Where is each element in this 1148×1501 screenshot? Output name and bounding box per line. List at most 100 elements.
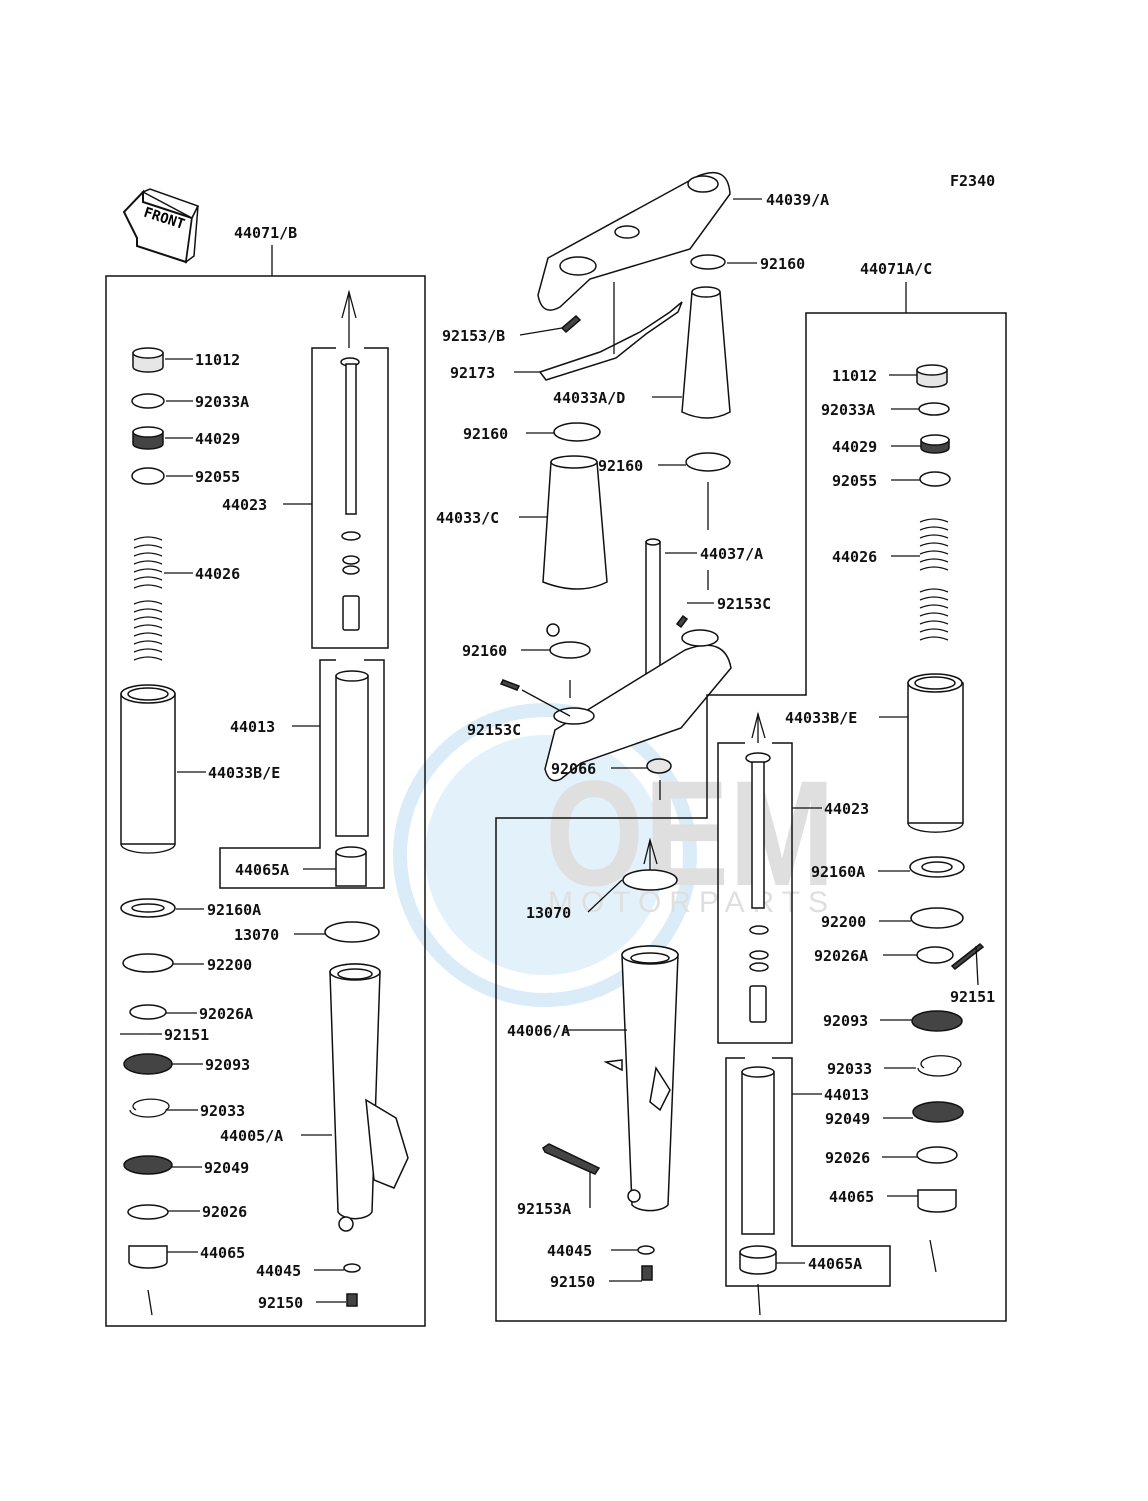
part-label: 92049 <box>204 1159 249 1177</box>
part-label: 44065A <box>235 861 289 879</box>
part-label: 92033 <box>827 1060 872 1078</box>
part-label: 92151 <box>950 988 995 1006</box>
part-label: 44065 <box>829 1188 874 1206</box>
part-label: 92093 <box>823 1012 868 1030</box>
part-label: 92151 <box>164 1026 209 1044</box>
diagram-code: F2340 <box>950 172 995 190</box>
clamp-part[interactable] <box>916 946 954 964</box>
part-label: 92055 <box>195 468 240 486</box>
part-label: 92033A <box>821 401 875 419</box>
part-label: 92093 <box>205 1056 250 1074</box>
circlip-part[interactable] <box>129 1098 170 1118</box>
assembly-right-label: 44071A/C <box>860 260 932 278</box>
part-label: 92026A <box>199 1005 253 1023</box>
o-ring-part[interactable] <box>131 467 165 485</box>
part-label: 92153A <box>517 1200 571 1218</box>
part-label: 92160 <box>598 457 643 475</box>
part-label: 44026 <box>195 565 240 583</box>
fork-spring-part[interactable] <box>919 518 949 641</box>
part-label: 92160A <box>811 863 865 881</box>
axle-clamp-bolt-part[interactable] <box>542 1143 601 1175</box>
stop-ring-part[interactable] <box>622 869 678 891</box>
fork-tube-cover-part[interactable] <box>120 684 176 854</box>
washer-part[interactable] <box>343 1263 361 1273</box>
part-label: 92153/B <box>442 327 505 345</box>
collar-part[interactable] <box>128 1245 168 1269</box>
part-label: 92160 <box>462 642 507 660</box>
part-label: 13070 <box>526 904 571 922</box>
part-label: 92160 <box>463 425 508 443</box>
upper-bracket-part[interactable] <box>537 171 731 311</box>
oil-seal-part[interactable] <box>911 1010 963 1032</box>
left-assembly: 44071/B <box>105 224 426 1327</box>
part-label: 44045 <box>256 1262 301 1280</box>
guide-bush-part[interactable] <box>120 898 176 918</box>
front-arrow-icon: FRONT <box>122 188 200 264</box>
bushing-part[interactable] <box>685 452 731 472</box>
damper-rod-part[interactable] <box>745 752 771 1023</box>
fork-cover-part[interactable] <box>681 286 731 419</box>
lower-bracket-part[interactable] <box>544 629 732 782</box>
part-label: 92160A <box>207 901 261 919</box>
bushing-part[interactable] <box>690 254 726 270</box>
washer-part[interactable] <box>637 1245 655 1255</box>
bushing-part[interactable] <box>646 758 672 774</box>
part-label: 44039/A <box>766 191 829 209</box>
part-label: 44013 <box>824 1086 869 1104</box>
watermark: OEM MOTORPARTS <box>393 703 835 1007</box>
cylinder-part[interactable] <box>739 1066 777 1275</box>
part-label: 11012 <box>832 367 877 385</box>
washer-part[interactable] <box>910 907 964 929</box>
outer-tube-part[interactable] <box>329 963 409 1232</box>
bushing-part[interactable] <box>553 422 601 442</box>
bracket-plate-part[interactable] <box>538 301 683 381</box>
watermark-brand: OEM <box>545 749 835 917</box>
fork-cover-part[interactable] <box>542 455 608 637</box>
part-label: 92200 <box>207 956 252 974</box>
bolt-part[interactable] <box>499 679 521 691</box>
o-ring-part[interactable] <box>919 471 951 487</box>
damper-rod-part[interactable] <box>340 357 361 631</box>
oil-seal-part[interactable] <box>123 1053 173 1075</box>
part-label: 92026 <box>202 1203 247 1221</box>
fork-tube-cover-part[interactable] <box>907 673 964 833</box>
seal-washer-part[interactable] <box>912 1101 964 1123</box>
part-label: 44065 <box>200 1244 245 1262</box>
o-ring-part[interactable] <box>131 393 165 409</box>
part-label: 44026 <box>832 548 877 566</box>
part-label: 92150 <box>550 1273 595 1291</box>
part-label: 92026A <box>814 947 868 965</box>
clamp-bolt-part[interactable] <box>950 942 985 971</box>
bush-part[interactable] <box>916 1146 958 1164</box>
circlip-part[interactable] <box>917 1055 962 1077</box>
bush-part[interactable] <box>127 1204 169 1220</box>
part-label: 92033 <box>200 1102 245 1120</box>
outer-tube-part[interactable] <box>603 945 679 1212</box>
watermark-globe-icon <box>393 703 697 1007</box>
bushing-part[interactable] <box>549 641 591 659</box>
part-label: 92026 <box>825 1149 870 1167</box>
cylinder-part[interactable] <box>335 670 369 887</box>
part-label: 92153C <box>717 595 771 613</box>
watermark-sub: MOTORPARTS <box>548 886 828 919</box>
assembly-left-label: 44071/B <box>234 224 297 242</box>
washer-part[interactable] <box>122 953 174 973</box>
seal-washer-part[interactable] <box>123 1155 173 1175</box>
fork-spring-part[interactable] <box>133 536 163 661</box>
o-ring-part[interactable] <box>918 402 950 416</box>
bolt-part[interactable] <box>560 314 582 334</box>
bolt-part[interactable] <box>675 614 689 629</box>
part-label: 92066 <box>551 760 596 778</box>
part-label: 44065A <box>808 1255 862 1273</box>
part-label: 92055 <box>832 472 877 490</box>
drain-bolt-part[interactable] <box>641 1265 653 1281</box>
guide-bush-part[interactable] <box>909 856 965 878</box>
collar-part[interactable] <box>917 1189 957 1213</box>
drain-bolt-part[interactable] <box>346 1293 358 1307</box>
clamp-part[interactable] <box>129 1004 167 1020</box>
left-assembly-box <box>105 275 426 1327</box>
right-assembly-box <box>495 312 1007 1322</box>
part-label: 44029 <box>832 438 877 456</box>
stop-ring-part[interactable] <box>324 921 380 943</box>
